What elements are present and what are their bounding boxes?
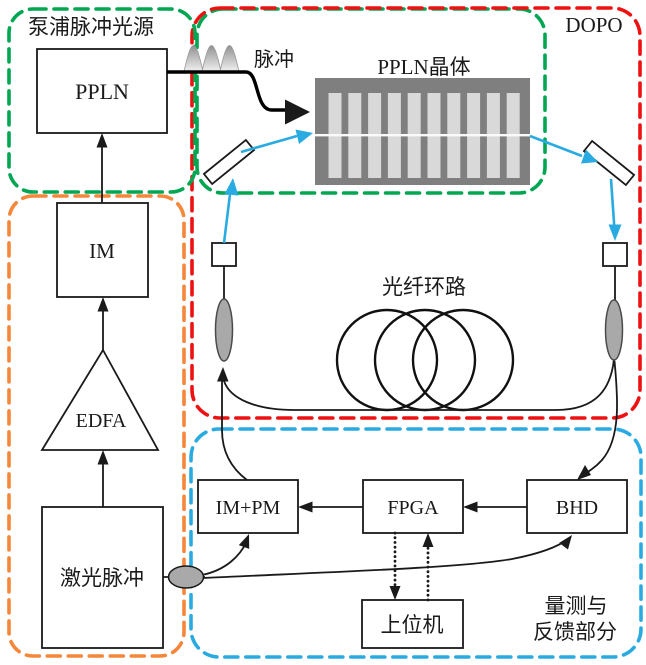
driver-region-border [7, 194, 186, 658]
wire-impm-to-loop-coupler [221, 376, 248, 481]
arrowhead-into-ppln [96, 133, 108, 148]
bhd-label: BHD [556, 497, 598, 519]
arrowhead-into-bhd-bottom [559, 535, 572, 550]
edfa-label: EDFA [76, 410, 127, 432]
pump-source-region-border [7, 7, 197, 194]
fpga-label: FPGA [387, 497, 439, 519]
wire-fiber-loop-bottom [222, 358, 615, 411]
beam-left-mirror-to-crystal [240, 134, 298, 154]
coupler-square-right [602, 242, 628, 267]
fiber-loop-label: 光纤环路 [382, 275, 466, 299]
arrowhead-into-impm-bottom [238, 534, 250, 549]
beam-arrowhead-into-right-square [608, 224, 622, 241]
dopo-region-label: DOPO [565, 13, 622, 37]
crystal-label: PPLN晶体 [377, 55, 470, 79]
ppln-laser-box [36, 48, 168, 134]
arrowhead-into-loop-coupler [217, 367, 229, 382]
wire-splitter-to-impm [201, 540, 248, 576]
beam-arrowhead-up-left-mirror [224, 178, 239, 196]
pulse-label: 脉冲 [254, 48, 294, 71]
fiber-loop-coils [335, 308, 515, 412]
laser-pulse-label: 激光脉冲 [60, 566, 144, 590]
arrowhead-pump-into-crystal [285, 99, 310, 125]
steering-mirror-right [582, 139, 636, 187]
measurement-region-label-line2: 反馈部分 [533, 620, 617, 644]
im-label: IM [89, 239, 115, 263]
arrowhead-into-impm [298, 501, 313, 513]
host-pc-label: 上位机 [381, 613, 444, 637]
im-pm-label: IM+PM [216, 497, 281, 519]
im-pm-box [197, 479, 299, 534]
fiber-splitter [167, 565, 205, 589]
measurement-region-border [189, 427, 643, 659]
ppln-crystal [315, 78, 530, 185]
beam-right-mirror-to-square [609, 178, 616, 231]
edfa-amplifier [40, 348, 160, 451]
im-box [56, 202, 149, 298]
ppln-label: PPLN [75, 79, 129, 104]
wire-pump-to-crystal [167, 70, 287, 112]
dopo-region-border [190, 6, 642, 420]
beam-arrowhead-into-crystal [295, 129, 313, 144]
arrowhead-into-fpga [463, 501, 478, 513]
crystal-beam-line [315, 134, 530, 137]
pump-source-region-label: 泵浦脉冲光源 [28, 15, 154, 39]
steering-mirror-left [202, 138, 256, 186]
arrowhead-into-im [97, 297, 109, 312]
measurement-region-label-line1: 量测与 [545, 594, 608, 618]
pulse-train-icon [183, 45, 240, 72]
fiber-stretcher-left [214, 298, 234, 362]
arrowhead-into-host [389, 586, 401, 600]
host-pc-box [361, 599, 464, 649]
arrowhead-into-bhd-top [577, 465, 591, 480]
arrowhead-into-edfa [97, 450, 109, 465]
beam-arrowhead-into-right-mirror [581, 149, 598, 164]
beam-square-to-left-mirror [222, 185, 233, 244]
fpga-box [362, 479, 464, 534]
laser-pulse-box [41, 506, 164, 649]
wire-splitter-to-bhd [202, 538, 569, 579]
coupler-square-left [211, 242, 237, 267]
fiber-stretcher-right [604, 299, 624, 361]
beam-crystal-to-right-mirror [529, 134, 583, 158]
arrowhead-into-fpga-bottom [422, 533, 434, 547]
